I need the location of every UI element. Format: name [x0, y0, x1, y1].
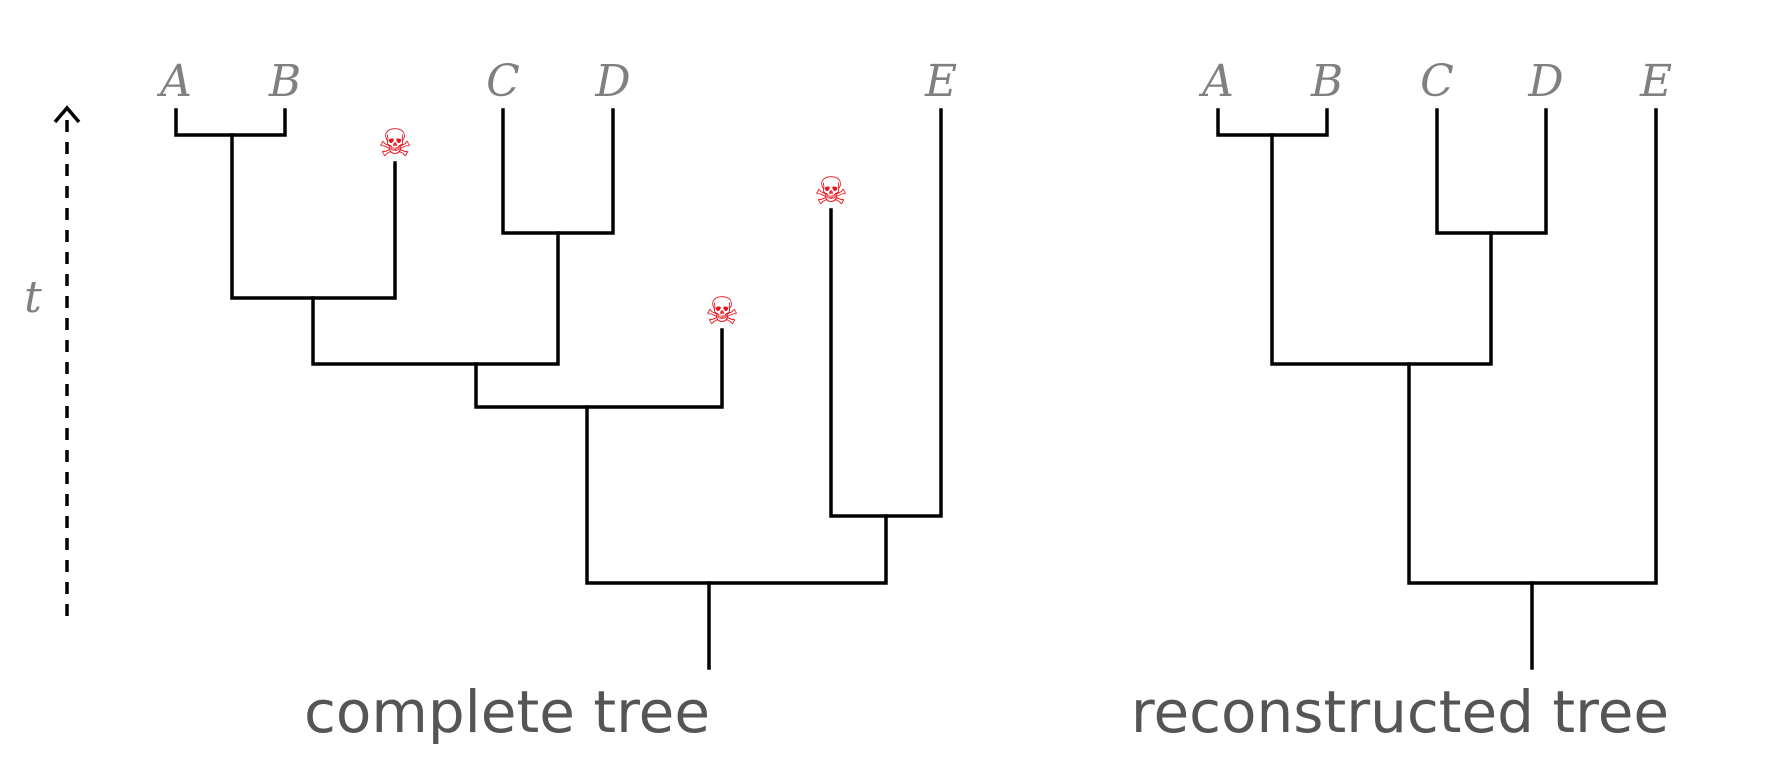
complete-tree: A B C D E ☠ ☠ ☠ complete tree [156, 56, 957, 746]
skull-icon: ☠ [378, 121, 412, 165]
branch-ab [1216, 108, 1329, 137]
branch-cd [1435, 108, 1548, 235]
complete-leaf-d: D [594, 56, 630, 107]
reconstructed-tree-caption: reconstructed tree [1131, 678, 1669, 746]
branch-cd [501, 108, 615, 235]
reconstructed-leaf-b: B [1310, 56, 1343, 107]
reconstructed-leaf-e: E [1639, 56, 1672, 107]
complete-leaf-e: E [924, 56, 957, 107]
branch-abcd-e [1407, 108, 1658, 585]
time-axis-label: t [24, 272, 42, 323]
skull-icon: ☠ [705, 289, 739, 333]
branch-ab-cd [1270, 133, 1493, 366]
branch-ab [174, 108, 287, 137]
skull-icon: ☠ [814, 169, 848, 213]
complete-leaf-a: A [156, 56, 192, 107]
complete-leaf-c: C [486, 56, 520, 107]
complete-leaf-b: B [268, 56, 301, 107]
reconstructed-leaf-a: A [1198, 56, 1234, 107]
reconstructed-tree: A B C D E reconstructed tree [1131, 56, 1672, 746]
branch-ab-extinct1 [230, 133, 397, 300]
complete-tree-caption: complete tree [304, 678, 710, 746]
branch-abx-cd [311, 231, 560, 366]
branch-extinct2 [474, 328, 724, 409]
reconstructed-leaf-c: C [1420, 56, 1454, 107]
time-axis-arrow-icon [53, 105, 81, 124]
branch-root-join [585, 405, 888, 585]
reconstructed-leaf-d: D [1527, 56, 1563, 107]
time-axis: t [24, 105, 81, 616]
